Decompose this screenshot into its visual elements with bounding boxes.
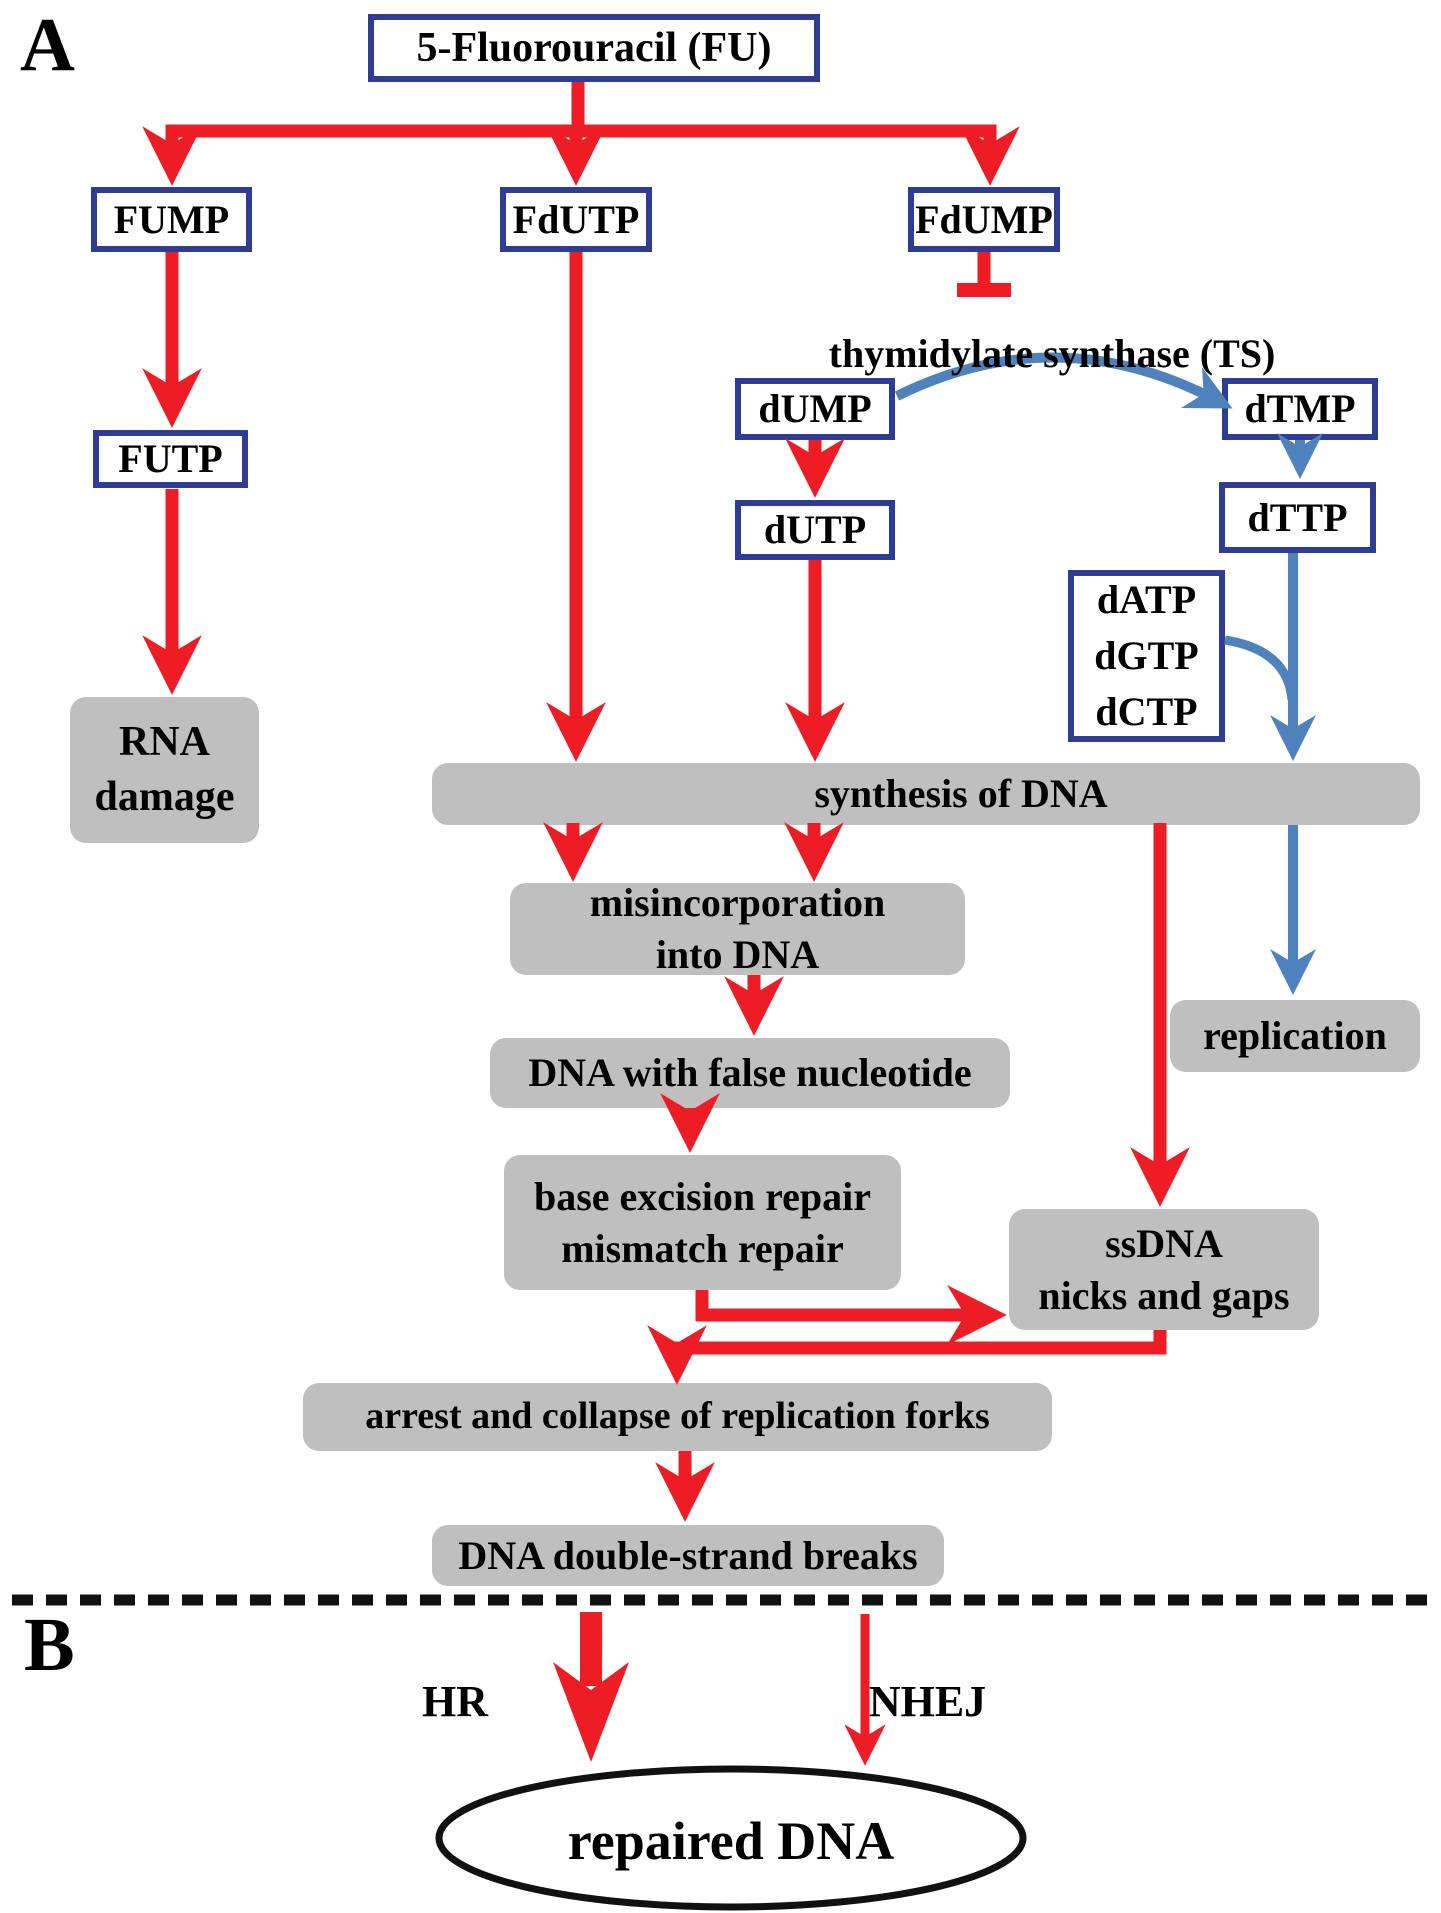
node-fdump: FdUMP: [908, 187, 1060, 252]
label-hr: HR: [422, 1677, 488, 1726]
label-nhej: NHEJ: [868, 1677, 987, 1726]
node-fdutp: FdUTP: [500, 187, 652, 252]
node-dntps: dATP dGTP dCTP: [1068, 570, 1225, 742]
node-futp: FUTP: [93, 430, 248, 488]
node-false-nucleotide: DNA with false nucleotide: [490, 1038, 1010, 1108]
node-excision-mismatch-repair: base excision repair mismatch repair: [504, 1155, 901, 1290]
node-rna-damage: RNA damage: [70, 697, 259, 843]
arrow-repair-to-ssdna: [695, 1285, 1007, 1345]
arrow-ssdna-to-arrest: [647, 1325, 1167, 1385]
node-dtmp: dTMP: [1222, 378, 1378, 440]
node-dna-double-strand-breaks: DNA double-strand breaks: [432, 1525, 944, 1586]
panel-b-label: B: [24, 1603, 75, 1687]
arrow-hr-stem: [580, 1612, 602, 1686]
node-ssdna-nicks-gaps: ssDNA nicks and gaps: [1009, 1209, 1319, 1330]
node-dttp: dTTP: [1219, 482, 1376, 553]
node-dutp: dUTP: [735, 500, 895, 560]
node-misincorporation: misincorporation into DNA: [510, 880, 965, 977]
node-fump: FUMP: [91, 187, 252, 252]
arrow-hr-head: [553, 1662, 629, 1762]
inhibit-bar-fdump-ts: [957, 283, 1011, 297]
connector-dntps-join: [1224, 635, 1297, 701]
node-5-fluorouracil: 5-Fluorouracil (FU): [368, 14, 820, 82]
panel-a-label: A: [20, 3, 75, 87]
node-synthesis-of-dna: synthesis of DNA: [432, 763, 1420, 825]
node-replication: replication: [1170, 1000, 1420, 1072]
label-repaired-dna: repaired DNA: [567, 1811, 895, 1871]
node-dump: dUMP: [735, 378, 895, 440]
label-thymidylate-synthase: thymidylate synthase (TS): [828, 331, 1276, 376]
node-replication-fork-collapse: arrest and collapse of replication forks: [303, 1383, 1052, 1451]
